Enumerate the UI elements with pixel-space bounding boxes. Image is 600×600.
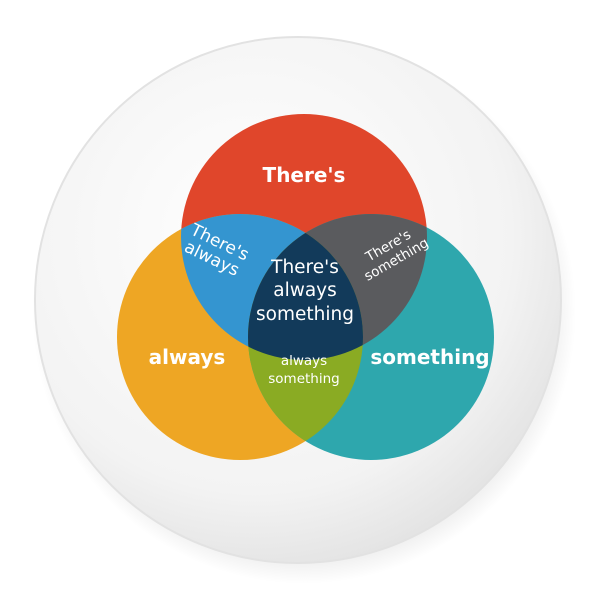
label-bottom: always something [268,353,339,387]
label-center: There's always something [256,257,354,325]
overlap-center [248,214,363,360]
label-right: something [370,345,489,369]
label-top: There's [263,163,346,187]
svg-text:always: always [273,280,337,301]
label-left: always [149,345,226,369]
svg-text:always: always [281,353,327,369]
svg-text:something: something [268,371,339,387]
svg-text:There's: There's [270,257,339,278]
svg-text:something: something [256,304,354,325]
